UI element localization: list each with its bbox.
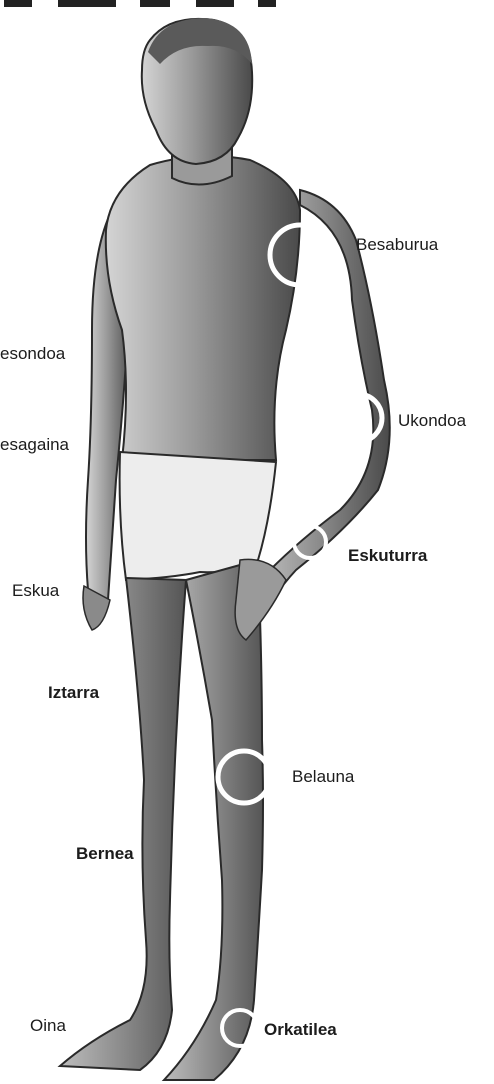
- label-eskuturra: Eskuturra: [348, 547, 427, 564]
- torso: [106, 156, 300, 460]
- label-bernea: Bernea: [76, 845, 134, 862]
- label-eskua: Eskua: [12, 582, 59, 599]
- label-iztarra: Iztarra: [48, 684, 99, 701]
- label-orkatilea: Orkatilea: [264, 1021, 337, 1038]
- label-besagaina: esagaina: [0, 436, 69, 453]
- top-edge-marks: [4, 0, 276, 7]
- label-besondoa: esondoa: [0, 345, 65, 362]
- left-leg: [60, 578, 186, 1070]
- label-besaburua: Besaburua: [356, 236, 438, 253]
- label-oina: Oina: [30, 1017, 66, 1034]
- label-belauna: Belauna: [292, 768, 354, 785]
- label-ukondoa: Ukondoa: [398, 412, 466, 429]
